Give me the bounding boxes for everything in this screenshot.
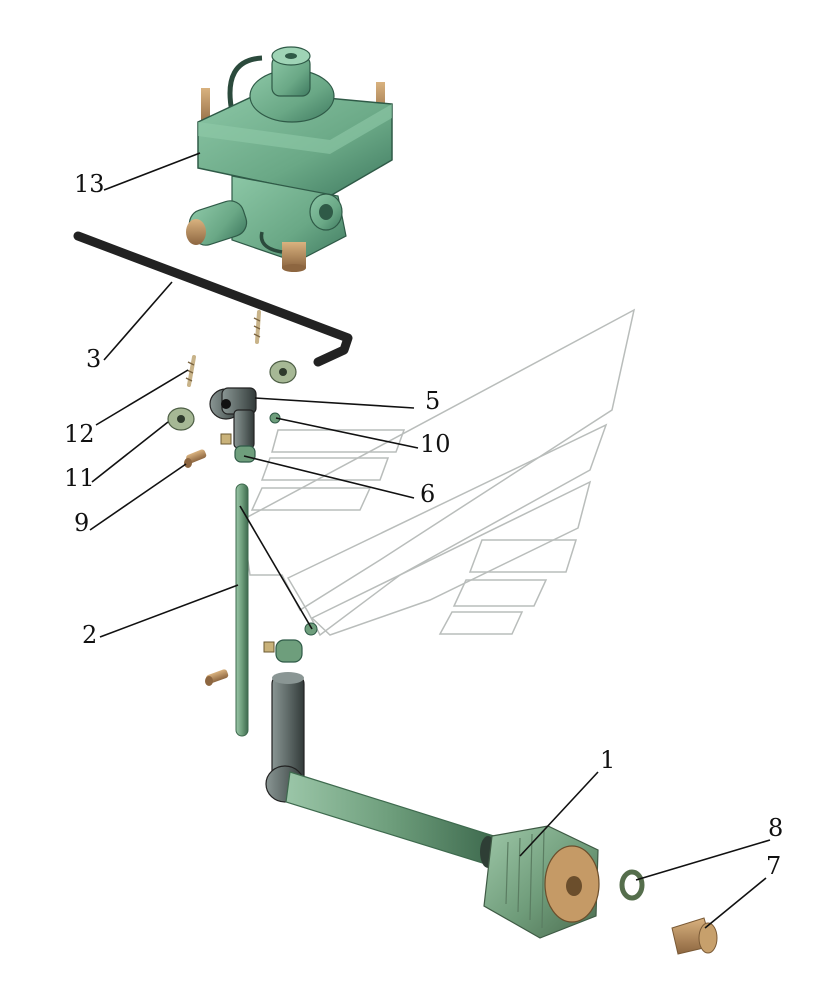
- small-screw-upper: [253, 310, 261, 344]
- callout-3: 3: [86, 345, 101, 373]
- pin-part-7: [671, 917, 718, 955]
- callout-9: 9: [74, 509, 89, 537]
- lever-part-5: [209, 387, 257, 449]
- callout-7: 7: [766, 852, 781, 880]
- callout-8: 8: [768, 814, 783, 842]
- callout-13: 13: [74, 170, 105, 198]
- ring-part-8: [619, 869, 645, 901]
- callout-10: 10: [420, 430, 451, 458]
- lower-clamp: [263, 639, 303, 663]
- lower-bolt: [205, 669, 229, 686]
- callout-12: 12: [64, 420, 95, 448]
- lower-nut: [304, 622, 318, 636]
- valve-assembly-part-13: [186, 46, 393, 272]
- lever-arm-part-1: [265, 672, 600, 939]
- bolt-part-9: [184, 449, 207, 468]
- callout-5: 5: [425, 387, 440, 415]
- small-screw-part-12: [185, 355, 196, 387]
- callout-11: 11: [64, 464, 95, 492]
- callout-labels: 13 3 12 11 9 5 10 6 2 1 8 7: [64, 170, 783, 880]
- watermark-logo: [241, 308, 636, 637]
- rod-part-2: [235, 483, 249, 737]
- nut-part-10: [269, 412, 281, 424]
- link-rod-part-3: [73, 231, 353, 367]
- washer-upper: [269, 360, 297, 384]
- callout-2: 2: [82, 621, 97, 649]
- callout-1: 1: [600, 746, 615, 774]
- washer-part-11: [167, 407, 195, 431]
- leader-lines: [89, 152, 771, 929]
- callout-6: 6: [420, 480, 435, 508]
